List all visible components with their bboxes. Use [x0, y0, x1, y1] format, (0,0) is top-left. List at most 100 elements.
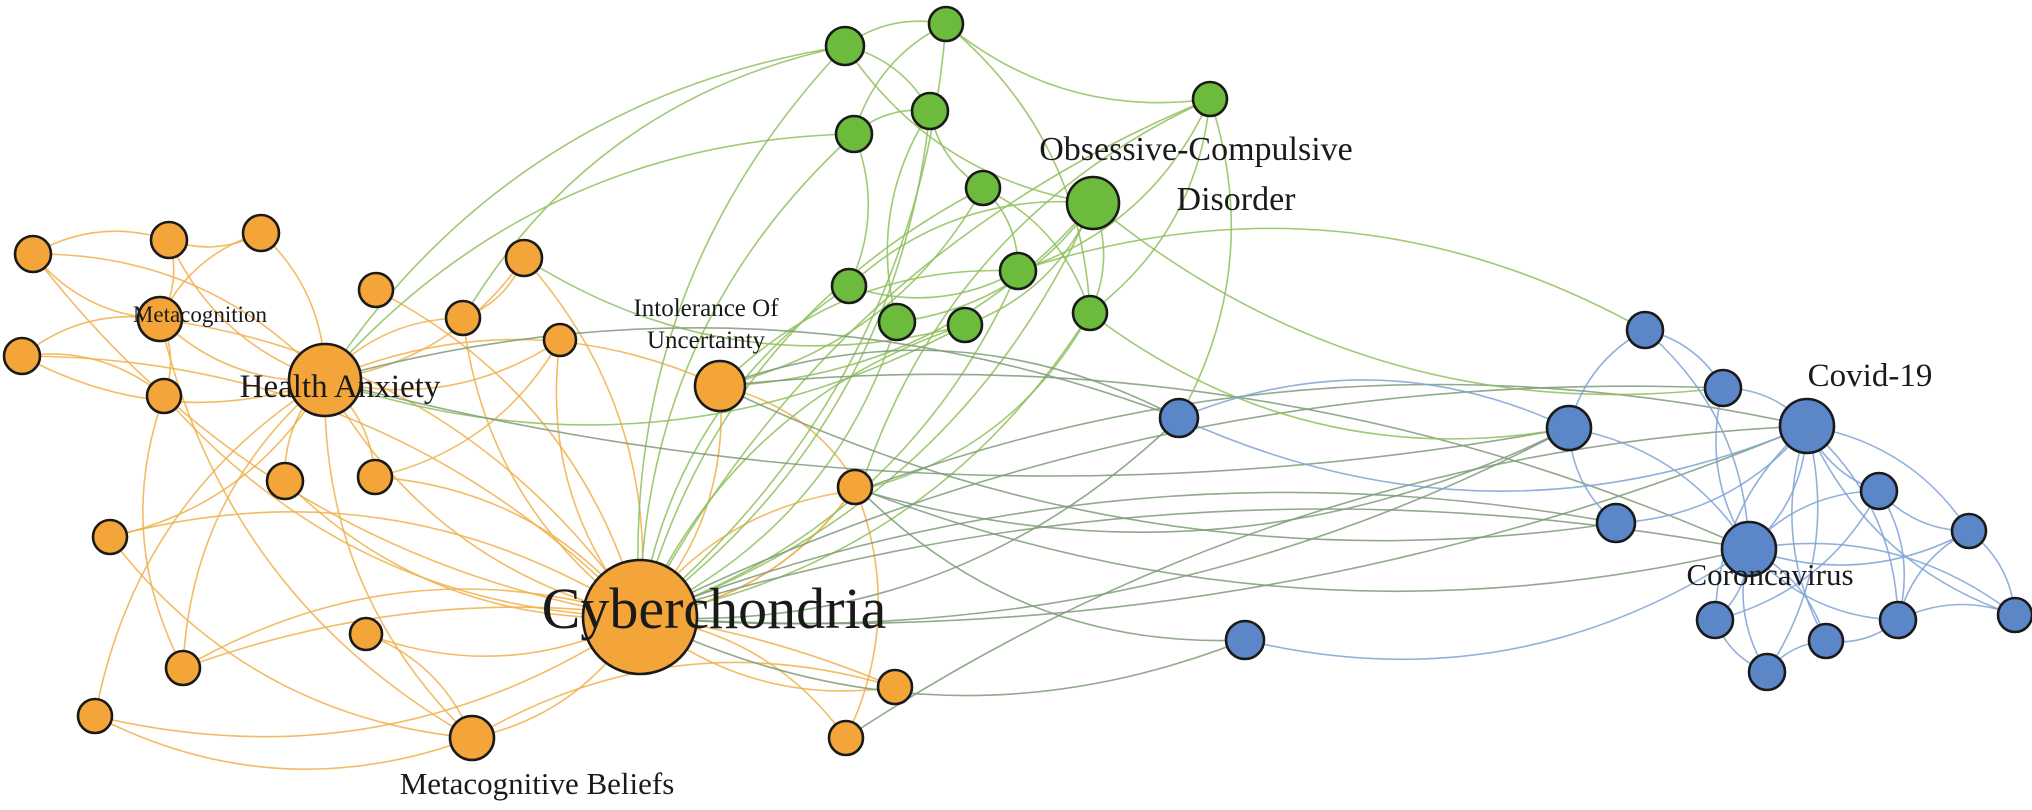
edge-cyberchondria-g4 [639, 110, 931, 618]
node-b7[interactable] [1859, 471, 1899, 511]
edge-b2-coronavirus [1644, 329, 1750, 550]
node-coronavirus[interactable] [1720, 520, 1778, 578]
node-b6[interactable] [1595, 502, 1637, 544]
node-g7[interactable] [1191, 80, 1229, 118]
edge-health_anxiety-g3 [324, 133, 855, 381]
node-o15[interactable] [76, 697, 114, 735]
edge-g4-g10 [886, 110, 931, 323]
label-health-anxiety: Health Anxiety [240, 369, 441, 405]
node-b8[interactable] [1950, 512, 1988, 550]
node-b4[interactable] [1545, 404, 1593, 452]
node-g2[interactable] [927, 5, 965, 43]
node-o11[interactable] [542, 322, 578, 358]
node-b10[interactable] [1747, 652, 1787, 692]
edge-cyberchondria-covid [639, 425, 1808, 625]
edge-g6-g7 [1017, 98, 1211, 272]
node-b13[interactable] [1996, 596, 2032, 634]
node-o3[interactable] [241, 213, 281, 253]
edge-cyberchondria-o14 [182, 588, 641, 669]
node-covid[interactable] [1778, 397, 1836, 455]
edge-health_anxiety-metacog_beliefs [324, 379, 473, 739]
node-b5[interactable] [1224, 619, 1266, 661]
edge-health_anxiety-o14 [182, 379, 326, 669]
edge-coronavirus-b8 [1748, 530, 1970, 566]
edge-o19-g8 [859, 312, 1091, 491]
edge-cyberchondria-o4 [21, 355, 641, 618]
edge-cyberchondria-o1 [32, 253, 641, 618]
node-g11[interactable] [946, 306, 984, 344]
node-g3[interactable] [834, 114, 874, 154]
node-cyberchondria[interactable] [581, 558, 699, 676]
node-b12[interactable] [1878, 600, 1918, 640]
edge-intolerance-b6 [719, 385, 1617, 542]
edge-health_anxiety-o1 [32, 253, 326, 381]
edge-g2-g8 [945, 23, 1091, 314]
edge-o19-g7 [859, 98, 1211, 491]
node-metacognition[interactable] [136, 295, 184, 343]
node-ocd[interactable] [1065, 175, 1121, 231]
edge-o8-g1 [462, 45, 846, 319]
node-o4[interactable] [2, 336, 42, 376]
label-coronavirus: Coroncavirus [1686, 557, 1853, 592]
edge-coronavirus-b13 [1748, 542, 2016, 616]
edge-cyberchondria-o12 [109, 511, 641, 618]
node-o18[interactable] [836, 468, 874, 506]
edge-g7-b1 [1178, 98, 1233, 419]
edge-health_anxiety-g11 [324, 324, 966, 426]
node-b1[interactable] [1158, 397, 1200, 439]
edge-cyberchondria-o15 [94, 616, 641, 738]
node-g5[interactable] [964, 169, 1002, 207]
edge-o1-o2 [32, 230, 170, 255]
edge-cyberchondria-coronavirus [639, 508, 1750, 618]
node-o2[interactable] [149, 220, 189, 260]
node-g6[interactable] [998, 251, 1038, 291]
node-g10[interactable] [877, 302, 917, 342]
node-g9[interactable] [830, 267, 868, 305]
label-ocd-line2: Disorder [1177, 181, 1297, 218]
edge-cyberchondria-g3 [639, 133, 855, 618]
node-o7[interactable] [504, 238, 544, 278]
edge-cyberchondria-g1 [637, 45, 846, 618]
node-o1[interactable] [13, 234, 53, 274]
edge-metacog_beliefs-o15 [94, 715, 473, 770]
edge-o14-o16 [182, 606, 896, 688]
edge-cyberchondria-g7 [639, 98, 1211, 618]
edge-intolerance-b1 [719, 349, 1180, 419]
edge-b6-covid [1615, 425, 1808, 524]
node-b9[interactable] [1695, 600, 1735, 640]
node-intolerance[interactable] [693, 359, 747, 413]
node-g8[interactable] [1071, 294, 1109, 332]
node-o6[interactable] [357, 271, 395, 309]
edge-o17-o18 [845, 486, 880, 739]
node-o8[interactable] [444, 299, 482, 337]
node-health_anxiety[interactable] [287, 342, 363, 418]
edge-covid-b10 [1766, 425, 1819, 673]
edge-covid-b9 [1714, 425, 1808, 621]
node-b11[interactable] [1807, 622, 1845, 660]
label-covid: Covid-19 [1808, 358, 1933, 394]
edge-g5-g8 [982, 187, 1091, 314]
edge-g6-b2 [1017, 227, 1646, 331]
label-intolerance-line1: Intolerance Of [633, 295, 779, 322]
edge-o5-o14 [142, 395, 184, 669]
node-o16[interactable] [876, 668, 914, 706]
edge-cyberchondria-b6 [639, 491, 1617, 618]
edge-cyberchondria-b1 [639, 417, 1180, 620]
edge-o10-o11 [374, 339, 561, 478]
node-o13[interactable] [348, 616, 384, 652]
edge-b1-covid [1178, 417, 1808, 492]
node-o10[interactable] [356, 458, 394, 496]
node-o5[interactable] [145, 377, 183, 415]
node-g4[interactable] [910, 91, 950, 131]
node-g1[interactable] [824, 25, 866, 67]
node-o17[interactable] [827, 719, 865, 757]
node-o14[interactable] [164, 649, 202, 687]
node-metacog_beliefs[interactable] [448, 714, 496, 762]
edge-ocd-b3 [1092, 202, 1724, 396]
node-b3[interactable] [1703, 368, 1743, 408]
node-o9[interactable] [265, 461, 305, 501]
node-b2[interactable] [1625, 310, 1665, 350]
node-o12[interactable] [91, 518, 129, 556]
edge-cyberchondria-g11 [639, 324, 966, 618]
